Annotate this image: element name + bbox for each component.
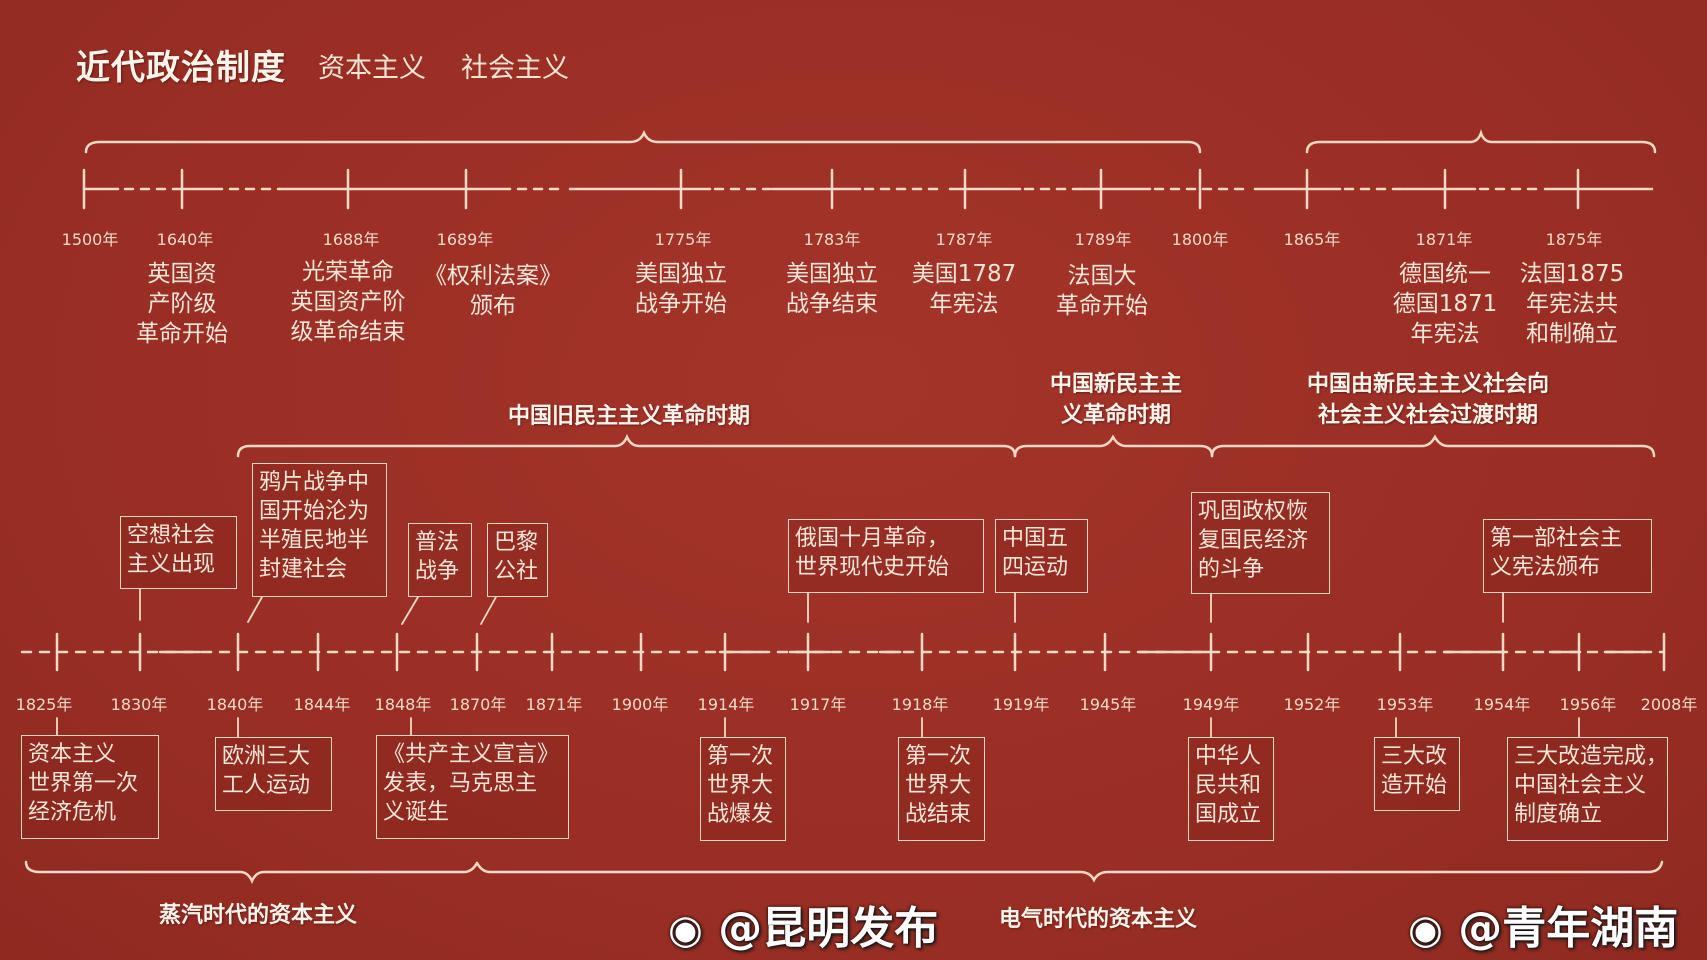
event-label: 德国统一 德国1871 年宪法 — [1392, 261, 1498, 347]
event-label: 法国大 革命开始 — [1056, 263, 1148, 319]
brace-transition — [1210, 434, 1656, 458]
watermark-left-text: @昆明发布 — [718, 903, 939, 954]
year-label: 1870年 — [449, 695, 507, 714]
period-new-democratic-line1: 中国新民主主 — [1049, 372, 1183, 397]
year-label: 1945年 — [1079, 695, 1137, 714]
year-label: 1787年 — [935, 230, 993, 249]
event-label: 法国1875 年宪法共 和制确立 — [1519, 261, 1625, 347]
year-label: 1917年 — [789, 695, 847, 714]
year-label: 1789年 — [1074, 230, 1132, 249]
year-label: 1783年 — [803, 230, 861, 249]
year-label: 1914年 — [697, 695, 755, 714]
bottom-ticks — [55, 632, 1666, 672]
watermark-right: ◉ @青年湖南 — [1408, 892, 1678, 956]
brace-electric-age — [475, 860, 1664, 883]
event-box: 第一次 世界大 战爆发 — [700, 737, 786, 841]
event-box: 巴黎 公社 — [487, 523, 548, 597]
top-brace-later — [1305, 129, 1657, 154]
year-label: 1640年 — [156, 230, 214, 249]
period-transition-line1: 中国由新民主主义社会向 — [1306, 372, 1550, 397]
event-label: 光荣革命 英国资产阶 级革命结束 — [290, 259, 406, 345]
brace-new-democratic — [1013, 434, 1214, 458]
year-label: 1953年 — [1376, 695, 1434, 714]
year-label: 1956年 — [1559, 695, 1617, 714]
era-electric: 电气时代的资本主义 — [998, 907, 1198, 932]
event-box: 三大改 造开始 — [1374, 737, 1460, 811]
year-label: 1848年 — [374, 695, 432, 714]
event-box: 俄国十月革命， 世界现代史开始 — [788, 519, 984, 593]
event-box: 第一次 世界大 战结束 — [898, 737, 985, 841]
era-steam: 蒸汽时代的资本主义 — [158, 903, 358, 928]
subtitle-socialism: 社会主义 — [461, 53, 569, 84]
year-label: 1830年 — [110, 695, 168, 714]
year-label: 1689年 — [436, 230, 494, 249]
page-title: 近代政治制度 — [76, 48, 286, 88]
year-label: 1688年 — [322, 230, 380, 249]
year-label: 2008年 — [1640, 695, 1698, 714]
weibo-icon: ◉ — [1408, 907, 1443, 953]
event-label: 美国1787 年宪法 — [911, 261, 1017, 317]
event-box: 中国五 四运动 — [995, 519, 1088, 593]
year-label: 1919年 — [992, 695, 1050, 714]
year-label: 1871年 — [525, 695, 583, 714]
watermark-left: ◉ @昆明发布 — [668, 892, 938, 956]
year-label: 1900年 — [611, 695, 669, 714]
year-label: 1871年 — [1415, 230, 1473, 249]
brace-steam-age — [24, 860, 479, 885]
year-label: 1952年 — [1283, 695, 1341, 714]
year-label: 1954年 — [1473, 695, 1531, 714]
year-label: 1918年 — [891, 695, 949, 714]
year-label: 1775年 — [654, 230, 712, 249]
year-label: 1949年 — [1182, 695, 1240, 714]
event-box: 中华人 民共和 国成立 — [1188, 737, 1274, 841]
event-box: 欧洲三大 工人运动 — [215, 737, 332, 811]
year-label: 1825年 — [15, 695, 73, 714]
brace-old-democratic — [236, 433, 1017, 458]
year-label: 1865年 — [1283, 230, 1341, 249]
weibo-icon: ◉ — [668, 907, 703, 953]
event-box: 普法 战争 — [408, 523, 472, 597]
top-ticks — [82, 168, 1580, 210]
event-box: 鸦片战争中 国开始沦为 半殖民地半 封建社会 — [252, 463, 387, 597]
year-label: 1844年 — [293, 695, 351, 714]
year-label: 1800年 — [1171, 230, 1229, 249]
event-box: 资本主义 世界第一次 经济危机 — [21, 735, 159, 839]
event-label: 美国独立 战争结束 — [786, 261, 878, 317]
event-box: 《共产主义宣言》 发表，马克思主 义诞生 — [376, 735, 569, 839]
event-box: 三大改造完成， 中国社会主义 制度确立 — [1507, 737, 1668, 841]
event-box: 空想社会 主义出现 — [120, 516, 237, 589]
period-new-democratic-line2: 义革命时期 — [1060, 403, 1172, 428]
event-label: 英国资 产阶级 革命开始 — [136, 261, 228, 347]
event-box: 第一部社会主 义宪法颁布 — [1483, 519, 1652, 593]
top-brace-capitalism — [84, 129, 1202, 154]
year-label: 1500年 — [61, 230, 119, 249]
event-label: 《权利法案》 颁布 — [424, 263, 562, 319]
subtitle-capitalism: 资本主义 — [318, 53, 426, 84]
event-box: 巩固政权恢 复国民经济 的斗争 — [1191, 492, 1330, 594]
period-transition-line2: 社会主义社会过渡时期 — [1317, 403, 1539, 428]
period-old-democratic: 中国旧民主主义革命时期 — [507, 404, 751, 429]
year-label: 1875年 — [1545, 230, 1603, 249]
watermark-right-text: @青年湖南 — [1458, 903, 1679, 954]
event-label: 美国独立 战争开始 — [635, 261, 727, 317]
year-label: 1840年 — [206, 695, 264, 714]
